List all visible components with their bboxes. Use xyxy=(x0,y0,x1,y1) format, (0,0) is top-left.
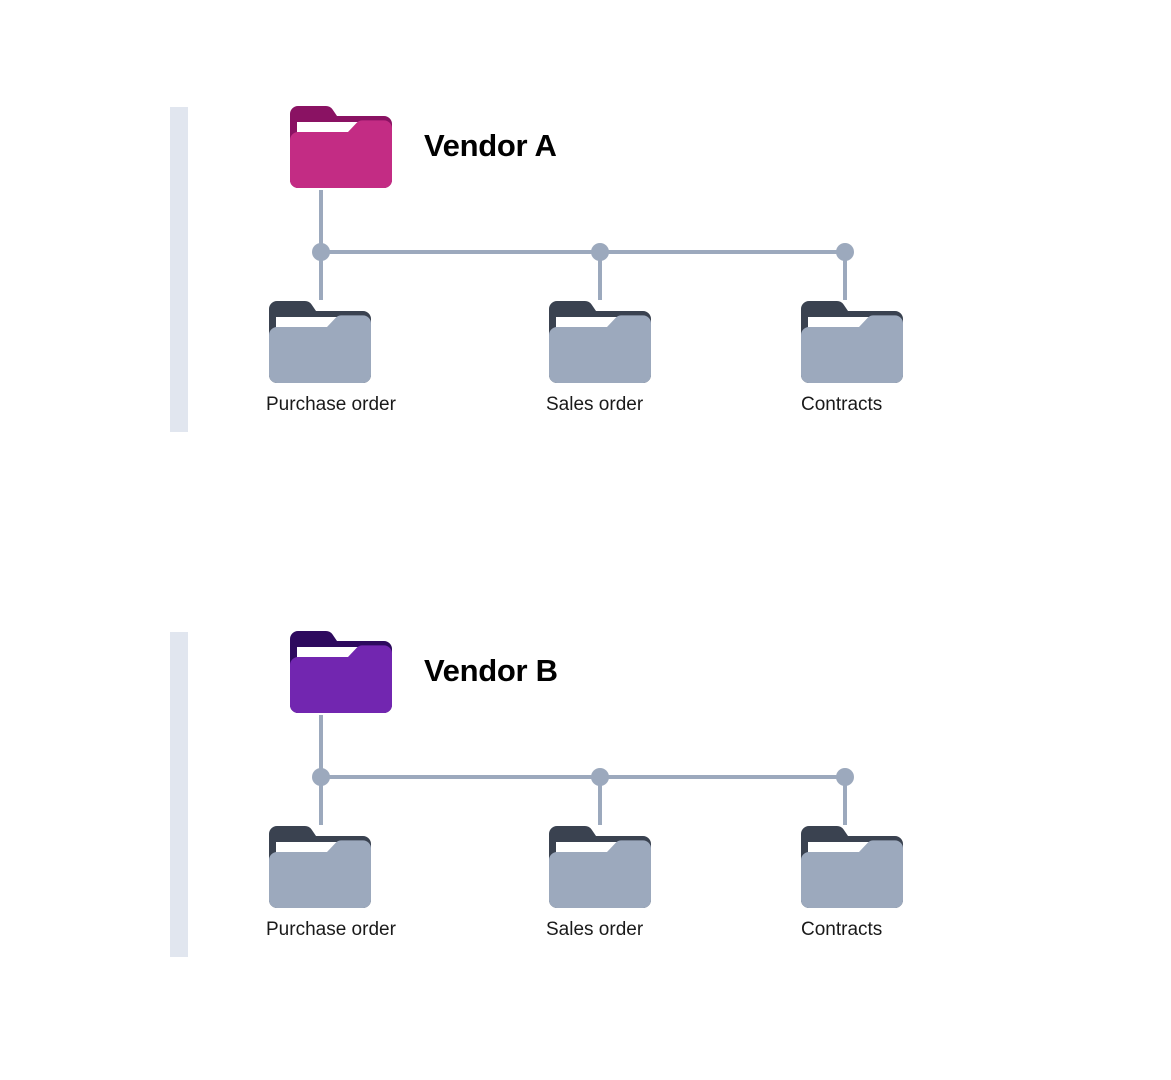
accent-bar-left xyxy=(170,632,188,957)
child-label: Contracts xyxy=(801,394,883,415)
child-node-sales-order[interactable]: Sales order xyxy=(545,816,655,939)
folder-icon[interactable] xyxy=(545,291,655,389)
child-node-contracts[interactable]: Contracts xyxy=(797,816,907,939)
vendor-group-b: Vendor B Purchase order Sales order xyxy=(0,525,1171,1065)
child-node-sales-order[interactable]: Sales order xyxy=(545,291,655,414)
child-node-contracts[interactable]: Contracts xyxy=(797,291,907,414)
folder-icon[interactable] xyxy=(286,621,396,719)
vendor-title: Vendor A xyxy=(424,127,557,163)
vendor-group-a: Vendor A Purchase order Sales order xyxy=(170,96,907,432)
vendor-root-b[interactable]: Vendor B xyxy=(286,621,558,719)
child-label: Purchase order xyxy=(266,394,396,415)
child-node-purchase-order[interactable]: Purchase order xyxy=(265,816,396,939)
vendor-title: Vendor B xyxy=(424,652,558,688)
folder-icon[interactable] xyxy=(797,816,907,914)
folder-icon[interactable] xyxy=(797,291,907,389)
child-label: Purchase order xyxy=(266,919,396,940)
folder-icon[interactable] xyxy=(545,816,655,914)
child-label: Sales order xyxy=(546,394,644,415)
child-node-purchase-order[interactable]: Purchase order xyxy=(265,291,396,414)
child-label: Contracts xyxy=(801,919,883,940)
folder-icon[interactable] xyxy=(265,816,375,914)
folder-icon[interactable] xyxy=(286,96,396,194)
vendor-root-a[interactable]: Vendor A xyxy=(286,96,557,194)
child-label: Sales order xyxy=(546,919,644,940)
folder-icon[interactable] xyxy=(265,291,375,389)
accent-bar-left xyxy=(170,107,188,432)
